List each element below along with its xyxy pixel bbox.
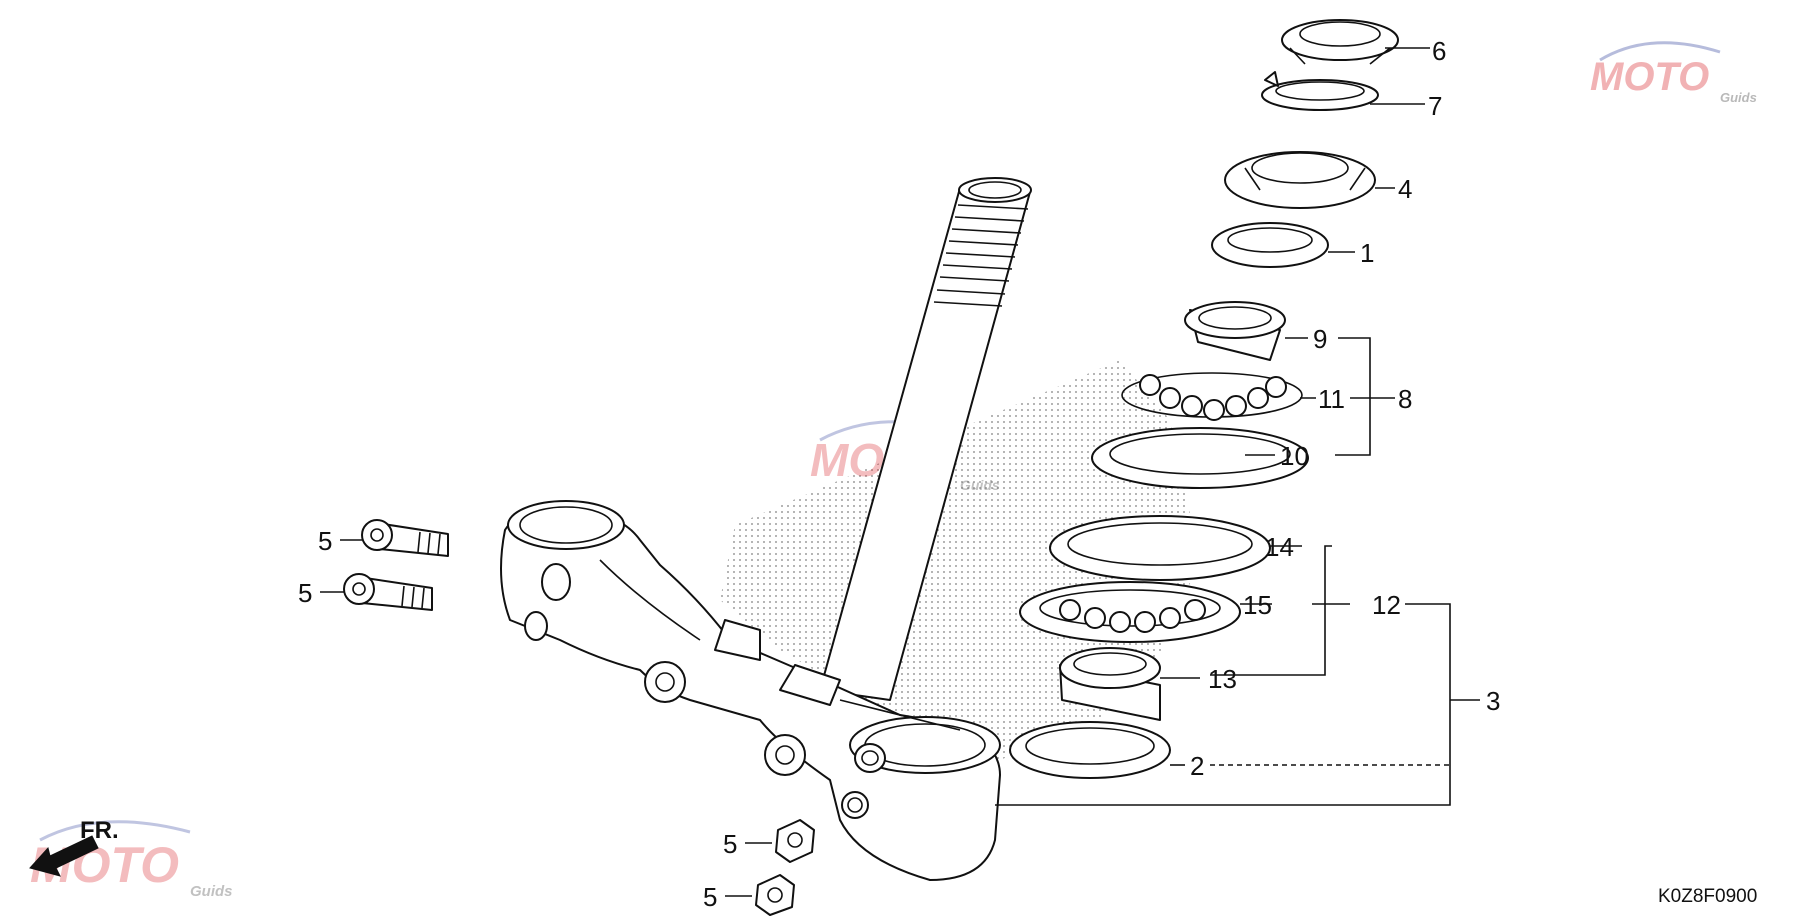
lock-nut-6 xyxy=(1281,19,1399,65)
callouts: 6 7 4 1 9 8 11 10 14 15 12 13 3 2 5 5 5 … xyxy=(298,36,1500,912)
lower-dust-seal-2 xyxy=(1009,721,1171,779)
callout-13: 13 xyxy=(1208,664,1237,694)
upper-ball-retainer-11 xyxy=(1121,372,1303,421)
front-direction-indicator: FR. xyxy=(29,817,119,877)
lower-ball-bearing-15 xyxy=(1019,581,1241,643)
leader-lines xyxy=(320,47,1480,897)
upper-inner-race-9 xyxy=(1184,301,1286,361)
svg-text:Guids: Guids xyxy=(1720,90,1757,105)
callout-11: 11 xyxy=(1318,384,1345,414)
upper-outer-race-10 xyxy=(1091,427,1309,489)
callout-4: 4 xyxy=(1398,174,1412,204)
dust-seal-1 xyxy=(1211,222,1329,268)
lower-outer-race-14 xyxy=(1049,515,1271,581)
front-label: FR. xyxy=(80,817,119,844)
front-arrow-icon xyxy=(29,835,99,877)
callout-8: 8 xyxy=(1398,384,1412,414)
callout-9: 9 xyxy=(1313,324,1327,354)
callout-12: 12 xyxy=(1372,590,1401,620)
adjusting-nut-4 xyxy=(1224,151,1376,209)
callout-5-upper-2: 5 xyxy=(298,578,312,608)
svg-text:Guids: Guids xyxy=(190,883,233,900)
svg-text:Guids: Guids xyxy=(960,477,1000,493)
callout-2: 2 xyxy=(1190,751,1204,781)
callout-10: 10 xyxy=(1280,441,1309,471)
diagram-code: K0Z8F0900 xyxy=(1658,886,1757,907)
callout-14: 14 xyxy=(1265,532,1294,562)
lower-inner-race-13 xyxy=(1059,647,1161,721)
bolt-lower-2 xyxy=(755,874,795,916)
bolt-lower-1 xyxy=(775,819,815,863)
callout-5-lower-2: 5 xyxy=(703,882,717,912)
callout-15: 15 xyxy=(1243,590,1272,620)
callout-3: 3 xyxy=(1486,686,1500,716)
callout-5-lower-1: 5 xyxy=(723,829,737,859)
callout-5-upper-1: 5 xyxy=(318,526,332,556)
svg-text:MOTO: MOTO xyxy=(1590,55,1709,99)
callout-6: 6 xyxy=(1432,36,1446,66)
steering-stem xyxy=(819,177,1032,701)
bolt-upper-1 xyxy=(361,519,449,557)
bolt-upper-2 xyxy=(343,573,433,611)
callout-7: 7 xyxy=(1428,91,1442,121)
watermark-logo-top-right: MOTO Guids xyxy=(1590,41,1757,105)
callout-1: 1 xyxy=(1360,238,1374,268)
lock-washer-7 xyxy=(1261,71,1379,111)
lower-triple-clamp xyxy=(500,500,1001,881)
